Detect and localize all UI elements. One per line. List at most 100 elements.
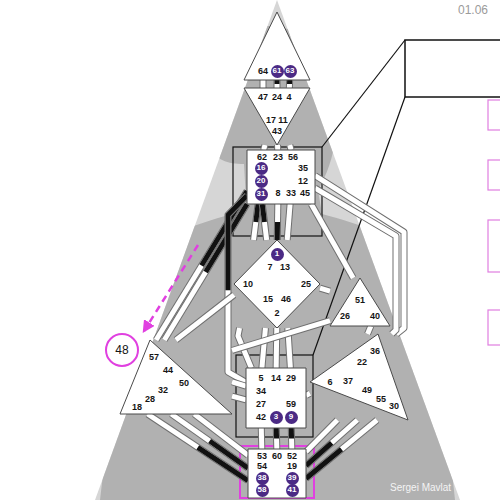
channel-outline (258, 428, 266, 449)
gate-number: 59 (286, 400, 296, 409)
channel (287, 204, 290, 240)
gate-number: 1 (275, 250, 279, 258)
channel (291, 428, 293, 449)
gate-number: 13 (280, 263, 290, 272)
channel-outline (232, 321, 330, 351)
gate-number: 55 (376, 395, 386, 404)
active-gate: 38 (256, 472, 269, 485)
channel (306, 393, 310, 395)
gate-number: 62 (257, 153, 267, 162)
active-gate: 31 (255, 188, 268, 201)
activated-gate-line (275, 204, 281, 240)
channel-fill (274, 428, 280, 449)
zoom-panel (405, 40, 500, 97)
gate-number: 7 (267, 263, 272, 272)
channel (306, 420, 377, 478)
gate-number: 46 (281, 295, 291, 304)
channel-outline (311, 204, 353, 278)
gate-number: 12 (298, 177, 308, 186)
channel-outline (176, 295, 234, 340)
channel (232, 382, 246, 386)
ajna-center: 47244171143 (244, 88, 310, 145)
channel-fill (262, 204, 266, 240)
gate-number: 10 (243, 280, 253, 289)
channel-outline (254, 204, 259, 240)
active-gate: 39 (286, 472, 299, 485)
channel-fill (306, 393, 310, 395)
center-shape (234, 240, 320, 328)
activated-gate-line (262, 204, 266, 240)
gate-number: 29 (286, 374, 296, 383)
channel-outline (315, 188, 396, 334)
human-silhouette (100, 26, 455, 500)
side-panel (488, 220, 500, 272)
active-gate: 9 (285, 411, 298, 424)
gate-number: 36 (370, 347, 380, 356)
channel-outline (260, 80, 267, 88)
gate-number: 58 (258, 486, 267, 494)
center-shape (246, 368, 306, 428)
channel-fill (290, 145, 291, 150)
channel-outline (287, 204, 290, 240)
gate-number: 20 (257, 177, 266, 185)
channel (276, 428, 278, 449)
channel-fill (311, 204, 353, 278)
gate-number: 23 (273, 153, 283, 162)
gate-number: 30 (389, 402, 399, 411)
activated-gate-line (306, 420, 377, 478)
channel-fill (148, 414, 248, 481)
sacral-center: 395142934275942 (246, 368, 306, 428)
gate-number: 19 (287, 462, 297, 471)
activated-gate-line (289, 428, 295, 449)
activated-gate-line (164, 204, 247, 340)
gate-number: 54 (257, 462, 267, 471)
channel (315, 176, 404, 334)
gate-number: 25 (301, 280, 311, 289)
gate-number: 45 (300, 189, 310, 198)
channel-outline (164, 204, 247, 340)
gate-number: 14 (271, 374, 281, 383)
channel (232, 396, 246, 400)
channel-fill (287, 204, 290, 240)
channel-outline (148, 414, 248, 481)
side-panel (488, 160, 500, 190)
activated-gate-line (274, 428, 280, 449)
gate-number: 50 (179, 379, 189, 388)
gate-number: 61 (273, 67, 282, 75)
channel-outline (306, 420, 377, 478)
channel-outline (274, 145, 281, 150)
gate-number: 52 (287, 452, 297, 461)
gate-number: 18 (132, 403, 142, 412)
gate-number: 47 (258, 93, 268, 102)
gate-number: 57 (149, 353, 159, 362)
gate-number: 4 (286, 93, 291, 102)
channel (368, 326, 371, 334)
channel-outline (306, 393, 310, 395)
channel (277, 204, 279, 240)
channel-fill (287, 80, 292, 88)
active-gate: 16 (255, 162, 268, 175)
gate-number: 9 (289, 413, 293, 421)
active-gate: 41 (286, 484, 299, 497)
center-shape (244, 88, 310, 145)
gate-number: 22 (357, 358, 367, 367)
channel (290, 145, 291, 150)
side-panel (488, 310, 500, 345)
gate-number: 2 (274, 309, 279, 318)
side-panel (488, 100, 500, 130)
gate-number: 31 (257, 190, 266, 198)
gate-number: 8 (275, 189, 280, 198)
gate-number: 34 (256, 387, 266, 396)
channel-outline (273, 428, 281, 449)
gate-number: 24 (272, 93, 282, 102)
channel-fill (315, 188, 396, 334)
channel (232, 321, 330, 351)
gate-number: 37 (343, 377, 353, 386)
gate-number: 43 (272, 127, 282, 136)
channel-fill (254, 204, 259, 240)
channel-outline (262, 204, 266, 240)
center-shape (244, 12, 310, 80)
head-center: 616364 (244, 12, 310, 80)
channel-fill (306, 420, 377, 478)
